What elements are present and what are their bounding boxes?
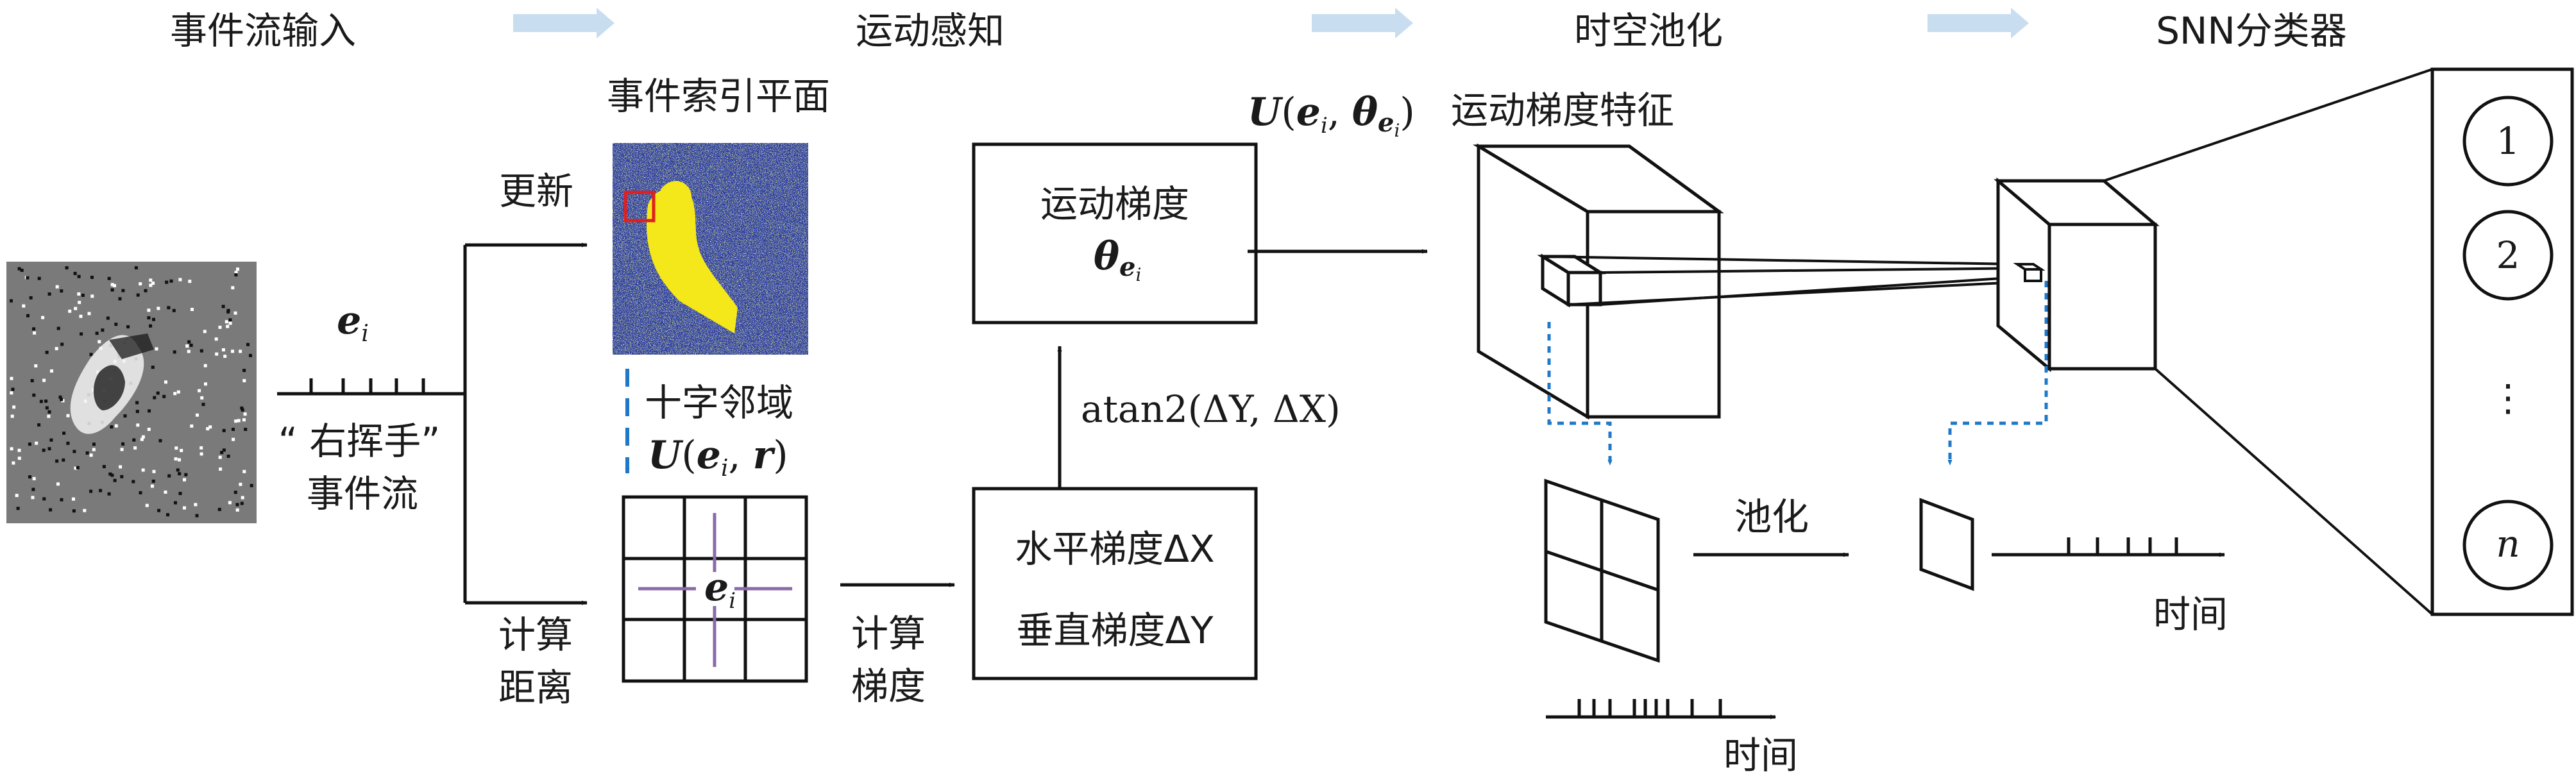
spike-train-bottom (1546, 699, 1776, 720)
compute-gradient-label-line1: 计算 (851, 612, 926, 655)
atan-label: atan2(ΔY, ΔX) (1081, 387, 1341, 431)
pool-label: 池化 (1734, 495, 1809, 539)
motion-gradient-title: 运动梯度 (1040, 182, 1189, 226)
spike-train-right (1992, 537, 2225, 557)
gradient-box (972, 487, 1258, 680)
pooled-output-arrow (1947, 281, 2048, 466)
motion-gradient-box (972, 142, 1258, 324)
motion-output-formula: U(ei, θei) (1248, 90, 1415, 141)
time-label-bottom: 时间 (1724, 734, 1798, 777)
center-event-symbol: ei (704, 565, 736, 614)
index-plane-image (613, 143, 808, 355)
horizontal-gradient-label: 水平梯度ΔX (1015, 527, 1214, 571)
distance-label-line2: 距离 (498, 666, 573, 709)
pooled-cube (1994, 177, 2160, 373)
feature-pool-arrow (1547, 322, 1613, 466)
svg-text:n: n (2496, 522, 2520, 566)
branch-arrows (463, 242, 588, 605)
index-plane-title: 事件索引平面 (607, 74, 830, 118)
event-stream-caption: “ 右挥手” (278, 419, 441, 463)
feature-map-grid (1544, 478, 1660, 663)
distance-label-line1: 计算 (498, 613, 573, 657)
vertical-gradient-label: 垂直梯度ΔY (1016, 609, 1214, 652)
stage-label-pooling: 时空池化 (1574, 9, 1723, 53)
time-label-right: 时间 (2153, 593, 2228, 636)
pooled-map (1919, 498, 1974, 591)
class-node-n: n (2462, 500, 2554, 591)
classifier-connector (2103, 68, 2434, 616)
feature-cube (1472, 143, 1724, 420)
compute-gradient-label-line2: 梯度 (851, 664, 926, 708)
header-arrow-3 (1928, 8, 2029, 38)
svg-text:1: 1 (2496, 119, 2520, 163)
event-stream-line (277, 378, 465, 396)
event-symbol: ei (337, 298, 369, 347)
neighborhood-formula: U(ei, r) (648, 433, 788, 482)
header-arrow-1 (513, 8, 614, 38)
stage-label-motion: 运动感知 (856, 9, 1004, 53)
stage-label-input: 事件流输入 (170, 9, 356, 53)
svg-text:2: 2 (2496, 233, 2520, 277)
event-stream-caption-line2: 事件流 (307, 472, 418, 516)
header-arrow-2 (1312, 8, 1413, 38)
update-label: 更新 (499, 169, 573, 213)
event-frame-image (6, 262, 257, 523)
neighborhood-label: 十字邻域 (645, 381, 793, 425)
class-node-1: 1 (2462, 96, 2554, 187)
class-node-2: 2 (2462, 210, 2554, 301)
motion-gradient-theta: θei (1094, 234, 1141, 285)
feature-label: 运动梯度特征 (1451, 88, 1674, 132)
receptive-field-lines (1542, 255, 2042, 306)
neighborhood-grid (622, 495, 808, 683)
class-ellipsis: ⋮ (2489, 376, 2527, 419)
stage-label-classifier: SNN分类器 (2156, 9, 2347, 53)
